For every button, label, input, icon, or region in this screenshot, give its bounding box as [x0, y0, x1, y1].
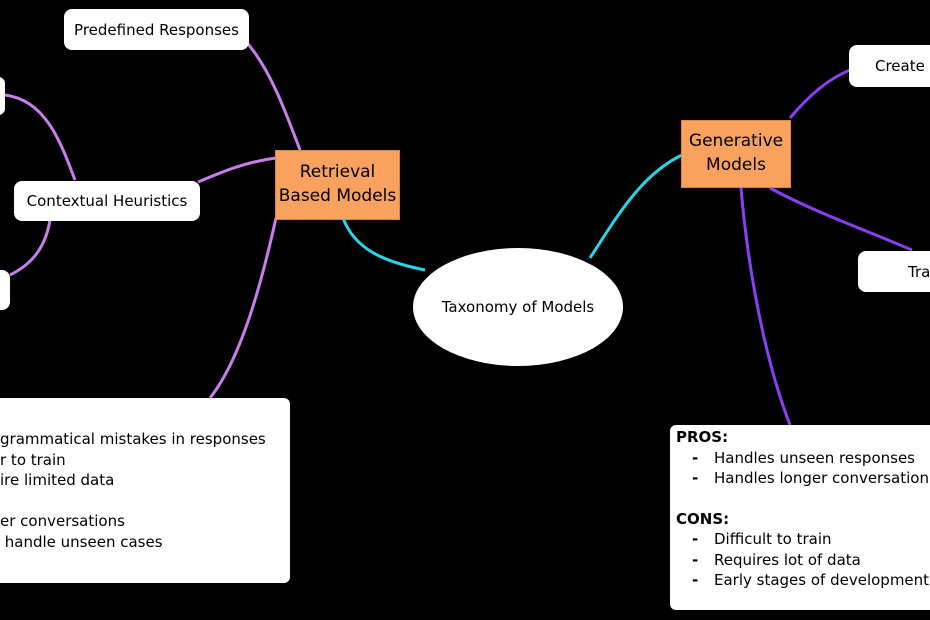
- edge-generative-notes: [739, 187, 792, 426]
- contextual-heuristics-node[interactable]: Contextual Heuristics: [14, 181, 200, 221]
- cons-item-text: Requires lot of data: [714, 550, 861, 569]
- pros-item-text: Handles longer conversation: [714, 469, 929, 487]
- center-node-label: Taxonomy of Models: [441, 298, 595, 316]
- bullet-dash: -: [692, 469, 699, 487]
- create-node[interactable]: Create I: [849, 45, 930, 87]
- edge-retrieval-predefined: [246, 43, 302, 151]
- retrieval-note-6: handle unseen cases: [0, 532, 163, 551]
- edge-generative-train: [769, 186, 913, 252]
- cons-item-text: Early stages of development: [714, 571, 930, 589]
- edge-center-retrieval: [341, 217, 426, 272]
- generative-notes-box: PROS: - Handles unseen responses - Handl…: [670, 425, 930, 610]
- spacer: [676, 489, 930, 509]
- cons-item: - Early stages of development: [676, 570, 930, 591]
- pros-title: PROS:: [676, 428, 729, 446]
- edge-contextual-bottom: [9, 219, 52, 277]
- predefined-responses-label: Predefined Responses: [74, 20, 239, 39]
- train-node[interactable]: Tra: [858, 251, 930, 292]
- create-node-label: Create I: [875, 57, 930, 75]
- predefined-responses-node[interactable]: Predefined Responses: [64, 9, 249, 50]
- pros-item: - Handles unseen responses: [676, 448, 930, 469]
- edge-contextual-top: [4, 93, 77, 181]
- retrieval-label-line1: Retrieval: [299, 162, 376, 183]
- bullet-dash: -: [692, 530, 699, 548]
- edge-retrieval-notes: [208, 217, 278, 399]
- train-node-label: Tra: [908, 262, 930, 281]
- retrieval-based-models-node[interactable]: Retrieval Based Models: [275, 150, 400, 220]
- contextual-heuristics-label: Contextual Heuristics: [26, 192, 188, 210]
- cons-item: - Difficult to train: [676, 529, 930, 550]
- edge-generative-create: [788, 68, 851, 119]
- pros-item: - Handles longer conversation: [676, 468, 930, 489]
- generative-label-line1: Generative: [688, 131, 784, 152]
- pros-item-text: Handles unseen responses: [714, 448, 915, 467]
- bullet-dash: -: [692, 550, 699, 569]
- retrieval-label-line2: Based Models: [278, 186, 397, 206]
- edge-retrieval-contextual: [197, 156, 277, 184]
- clipped-left-bottom-node[interactable]: [0, 270, 10, 310]
- retrieval-note-5: er conversations: [0, 512, 125, 530]
- cons-item: - Requires lot of data: [676, 550, 930, 571]
- edge-center-generative: [588, 153, 683, 259]
- center-node[interactable]: Taxonomy of Models: [413, 248, 623, 366]
- bullet-dash: -: [692, 571, 699, 589]
- retrieval-note-1: grammatical mistakes in responses: [0, 430, 266, 448]
- retrieval-note-2: r to train: [0, 450, 66, 469]
- clipped-left-top-node[interactable]: [0, 77, 5, 115]
- generative-label-line2: Models: [706, 155, 766, 175]
- retrieval-note-4: [0, 491, 290, 512]
- cons-item-text: Difficult to train: [714, 530, 832, 548]
- retrieval-note-3: ire limited data: [0, 471, 115, 489]
- cons-title: CONS:: [676, 509, 730, 528]
- generative-models-node[interactable]: Generative Models: [681, 120, 791, 188]
- retrieval-notes-box: grammatical mistakes in responses r to t…: [0, 398, 290, 583]
- bullet-dash: -: [692, 448, 699, 467]
